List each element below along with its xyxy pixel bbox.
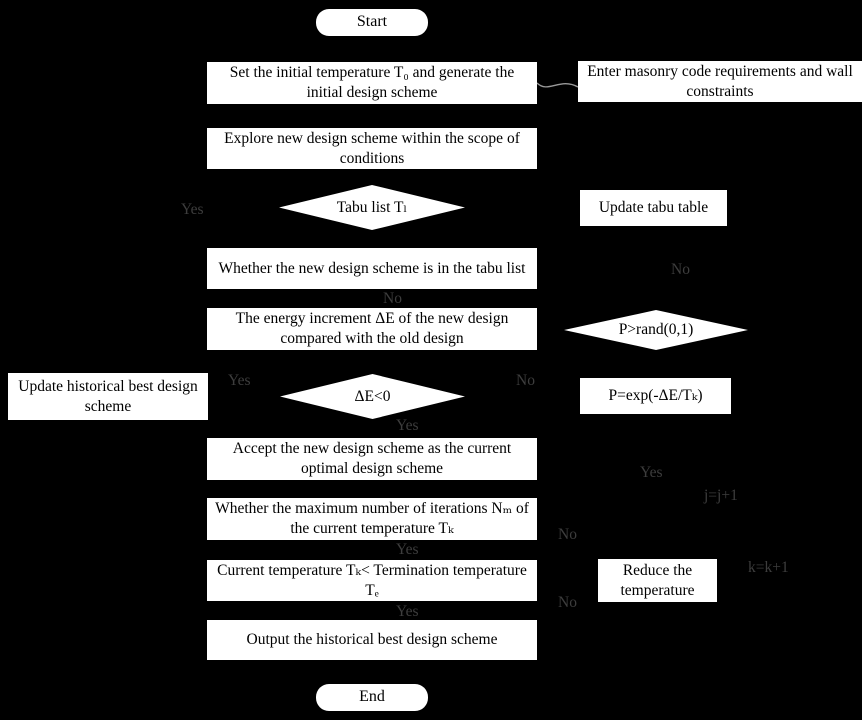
p-exp-box: P=exp(-ΔE/Tₖ) [580,378,731,414]
output-box: Output the historical best design scheme [207,620,537,660]
end-node: End [316,684,428,711]
update-best-box: Update historical best design scheme [8,373,208,420]
delta-e-diamond: ΔE<0 [280,374,465,419]
yes-label-below-max-iterations: Yes [396,541,419,558]
k-increment-label: k=k+1 [748,559,789,576]
update-tabu-table-box: Update tabu table [580,190,727,226]
energy-increment-box: The energy increment ΔE of the new desig… [207,308,537,350]
yes-label-below-termination: Yes [396,603,419,620]
no-label-max-iterations: No [558,526,577,543]
no-label-termination: No [558,594,577,611]
max-iterations-box: Whether the maximum number of iterations… [207,498,537,540]
enter-requirements-box: Enter masonry code requirements and wall… [578,61,862,102]
tabu-list-diamond: Tabu list Tₗ [279,185,465,230]
j-increment-label: j=j+1 [704,487,738,504]
yes-label-below-delta-e: Yes [396,417,419,434]
yes-label-tabu: Yes [181,201,204,218]
p-rand-diamond: P>rand(0,1) [564,310,748,350]
init-temperature-box: Set the initial temperature T₀ and gener… [207,62,537,104]
yes-label-p-rand: Yes [640,464,663,481]
tabu-check-box: Whether the new design scheme is in the … [207,248,537,289]
no-label-delta-e: No [516,372,535,389]
start-node: Start [316,9,428,36]
reduce-temperature-box: Reduce the temperature [598,559,717,602]
no-label-right: No [671,261,690,278]
explore-scheme-box: Explore new design scheme within the sco… [207,128,537,169]
termination-check-box: Current temperature Tₖ< Termination temp… [207,560,537,601]
accept-scheme-box: Accept the new design scheme as the curr… [207,438,537,480]
yes-label-delta-e: Yes [228,372,251,389]
no-label-below-tabu-check: No [383,290,402,307]
